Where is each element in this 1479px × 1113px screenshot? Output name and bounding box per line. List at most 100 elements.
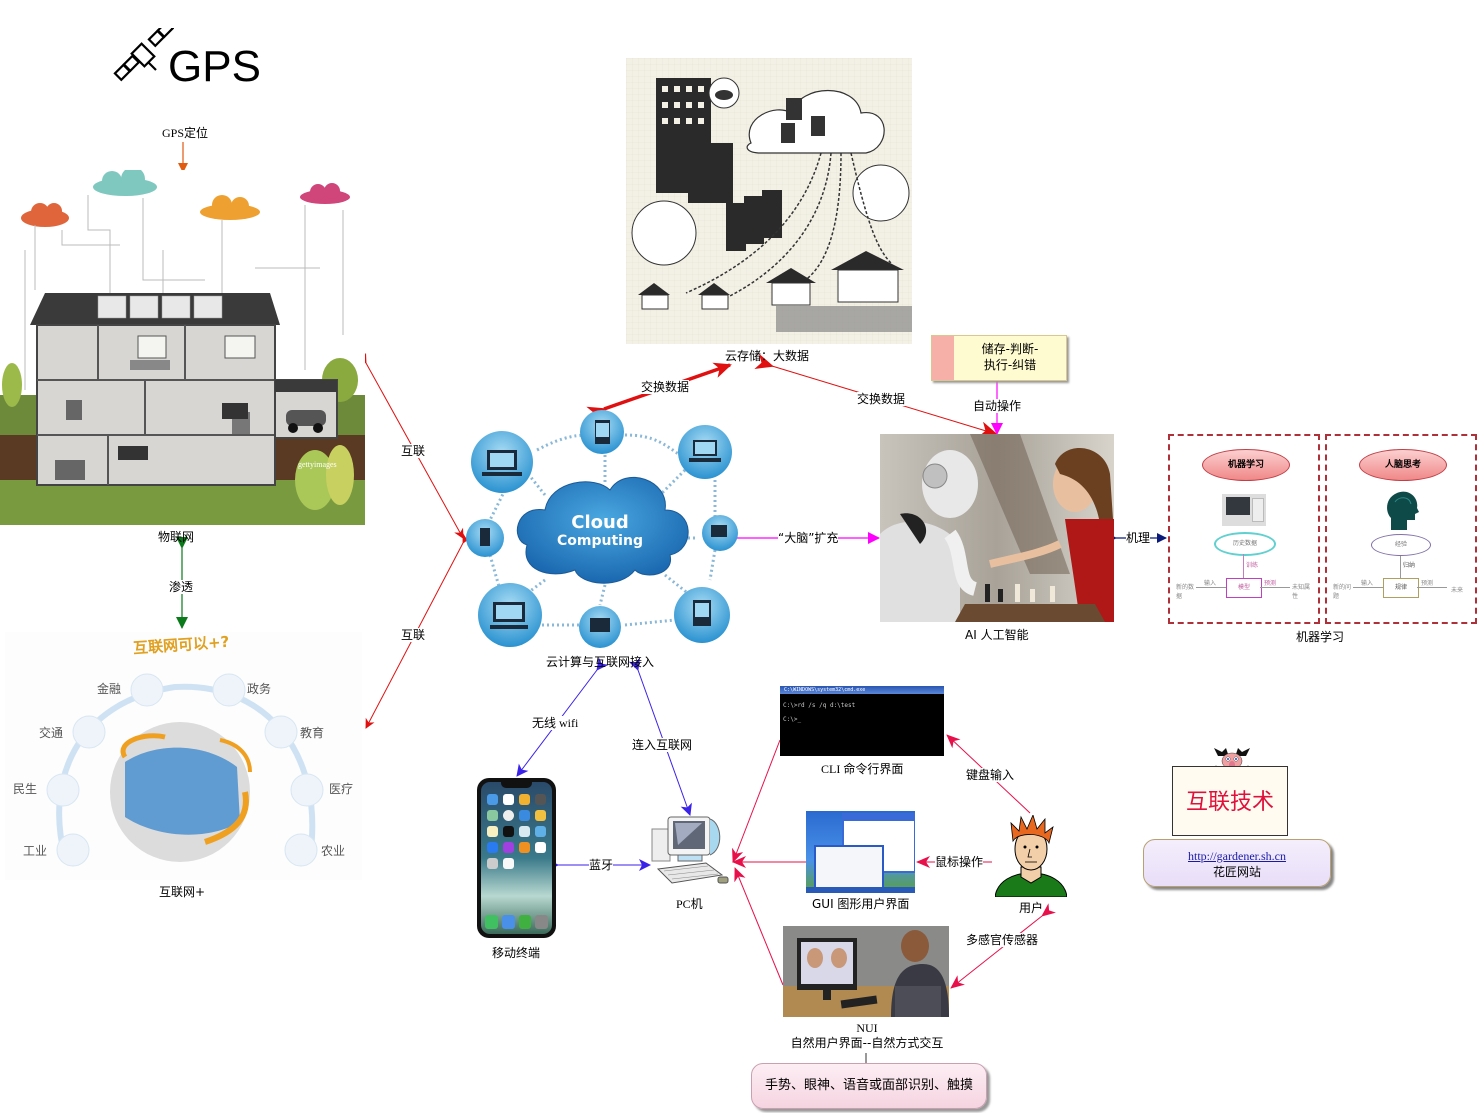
sector-finance: 金融 bbox=[97, 682, 122, 696]
tech-sign: 互联技术 bbox=[1172, 766, 1288, 836]
multi-sensor-label: 多感官传感器 bbox=[966, 933, 1039, 947]
sector-agriculture: 农业 bbox=[321, 844, 346, 858]
exchange-data-label-1: 交换数据 bbox=[641, 380, 690, 394]
mobile-caption: 移动终端 bbox=[492, 946, 541, 960]
predict-line bbox=[1260, 587, 1290, 588]
computer-icon bbox=[1222, 494, 1266, 526]
train-line bbox=[1243, 554, 1244, 578]
experience-text: 经验 bbox=[1394, 541, 1407, 548]
rule-box-line-1: 储存-判断- bbox=[981, 342, 1039, 356]
cloud-label-line-2: Computing bbox=[557, 533, 643, 549]
input-line bbox=[1196, 587, 1226, 588]
cloud-computing-caption: 云计算与互联网接入 bbox=[546, 655, 655, 669]
induce-line bbox=[1400, 556, 1401, 578]
cli-screenshot: C:\WINDOWS\system32\cmd.exe C:\>rd /s /q… bbox=[780, 686, 944, 756]
wifi-label: 无线 wifi bbox=[532, 716, 579, 730]
gui-screenshot bbox=[806, 811, 915, 893]
sector-medical: 医疗 bbox=[329, 782, 354, 796]
phone-notch bbox=[501, 782, 532, 788]
website-name: 花匠网站 bbox=[1212, 865, 1261, 879]
mouse-operation-label: 鼠标操作 bbox=[935, 855, 984, 869]
nui-photo bbox=[783, 926, 949, 1017]
unknown-label: 未知属性 bbox=[1292, 585, 1311, 600]
phone-dock bbox=[485, 915, 548, 929]
user-caption: 用户 bbox=[1019, 901, 1044, 915]
input-line-human bbox=[1353, 587, 1383, 588]
sector-industry: 工业 bbox=[23, 844, 48, 858]
nui-caption-line-1: NUI bbox=[856, 1021, 878, 1035]
smart-home-illustration: gettyimages bbox=[0, 170, 365, 525]
nui-caption-line-2: 自然用户界面--自然方式交互 bbox=[790, 1036, 944, 1050]
experience-oval: 经验 bbox=[1371, 534, 1431, 556]
satellite-icon bbox=[112, 20, 175, 86]
ml-panel-title-human: 人脑思考 bbox=[1359, 449, 1447, 481]
iot-watermark: gettyimages bbox=[298, 460, 337, 469]
pc-caption: PC机 bbox=[676, 897, 703, 911]
cli-line-1: C:\>rd /s /q d:\test bbox=[783, 702, 856, 709]
cloud-storage-caption: 云存储：大数据 bbox=[725, 349, 810, 363]
rule-model-box: 规律 bbox=[1383, 578, 1419, 598]
machine-learning-caption: 机器学习 bbox=[1296, 630, 1345, 644]
nui-caption: NUI 自然用户界面--自然方式交互 bbox=[788, 1021, 946, 1051]
interaction-modes-box: 手势、眼神、语音或面部识别、触摸 bbox=[751, 1063, 987, 1109]
cli-to-pc-arrow bbox=[732, 739, 781, 863]
rule-box-strip bbox=[932, 336, 954, 380]
interconnect-label-top: 互联 bbox=[401, 444, 426, 458]
exchange-data-label-2: 交换数据 bbox=[857, 392, 906, 406]
new-data-label: 新的数据 bbox=[1176, 585, 1195, 600]
iot-caption: 物联网 bbox=[158, 530, 195, 544]
sector-education: 教育 bbox=[300, 726, 325, 740]
rule-box-text: 储存-判断- 执行-纠错 bbox=[954, 341, 1066, 373]
history-data-oval: 历史数据 bbox=[1214, 532, 1276, 556]
pc-computer-image bbox=[650, 815, 730, 891]
mechanism-label: 机理 bbox=[1126, 531, 1151, 545]
mobile-phone-image bbox=[477, 778, 556, 938]
cloud-storage-illustration bbox=[626, 58, 912, 344]
cli-caption-text: CLI 命令行界面 bbox=[821, 762, 904, 776]
ai-caption-text: AI 人工智能 bbox=[965, 628, 1029, 642]
ai-caption: AI 人工智能 bbox=[965, 628, 1029, 643]
cloud-label-line-1: Cloud bbox=[571, 512, 628, 533]
model-text: 模型 bbox=[1237, 584, 1250, 591]
gui-caption: GUI 图形用户界面 bbox=[812, 897, 910, 911]
auto-operation-label: 自动操作 bbox=[973, 399, 1022, 413]
nui-to-pc-arrow bbox=[734, 867, 784, 986]
ml-panel-title: 机器学习 bbox=[1202, 449, 1290, 481]
gps-positioning-label: GPS定位 bbox=[162, 126, 209, 140]
wifi-cloud-icon bbox=[21, 170, 350, 227]
user-avatar bbox=[995, 815, 1067, 897]
brain-expand-label: “大脑”扩充 bbox=[778, 531, 839, 545]
input-label: 输入 bbox=[1204, 581, 1217, 587]
ml-panel-machine: 机器学习 历史数据 训练 模型 输入 预测 新的数据 未知属性 bbox=[1168, 434, 1320, 624]
cli-caption: CLI 命令行界面 bbox=[821, 762, 903, 777]
multi-sensor-arrow bbox=[950, 903, 1056, 989]
internet-plus-caption: 互联网+ bbox=[159, 885, 206, 899]
interconnect-label-bottom: 互联 bbox=[401, 628, 426, 642]
predict-line-human bbox=[1417, 587, 1447, 588]
future-label: 未来 bbox=[1451, 588, 1464, 594]
ml-panel-human: 人脑思考 经验 归纳 规律 输入 预测 新的问题 未来 bbox=[1325, 434, 1477, 624]
website-link[interactable]: http://gardener.sh.cn bbox=[1188, 849, 1286, 863]
keyboard-input-label: 键盘输入 bbox=[966, 768, 1015, 782]
penetrate-label: 渗透 bbox=[169, 580, 194, 594]
website-box: http://gardener.sh.cn 花匠网站 bbox=[1143, 839, 1331, 887]
ai-chess-photo bbox=[880, 434, 1114, 622]
sector-livelihood: 民生 bbox=[13, 782, 38, 796]
history-data-text: 历史数据 bbox=[1232, 540, 1257, 547]
new-problem-label: 新的问题 bbox=[1333, 585, 1352, 600]
gps-title: GPS bbox=[168, 42, 261, 91]
sector-government: 政务 bbox=[247, 682, 272, 696]
cloud-computing-illustration: Cloud Computing bbox=[465, 410, 740, 650]
model-box: 模型 bbox=[1226, 578, 1262, 598]
app-icon-grid bbox=[487, 794, 547, 869]
bluetooth-label: 蓝牙 bbox=[589, 858, 614, 872]
connect-internet-label: 连入互联网 bbox=[632, 738, 693, 752]
induce-label: 归纳 bbox=[1403, 563, 1416, 569]
cli-line-2: C:\>_ bbox=[783, 716, 802, 723]
sector-transport: 交通 bbox=[39, 726, 64, 740]
head-icon bbox=[1385, 490, 1419, 530]
input-label-human: 输入 bbox=[1361, 581, 1374, 587]
rule-model-text: 规律 bbox=[1394, 584, 1407, 591]
cli-title-bar: C:\WINDOWS\system32\cmd.exe bbox=[780, 686, 944, 694]
predict-label-human: 预测 bbox=[1421, 581, 1434, 587]
